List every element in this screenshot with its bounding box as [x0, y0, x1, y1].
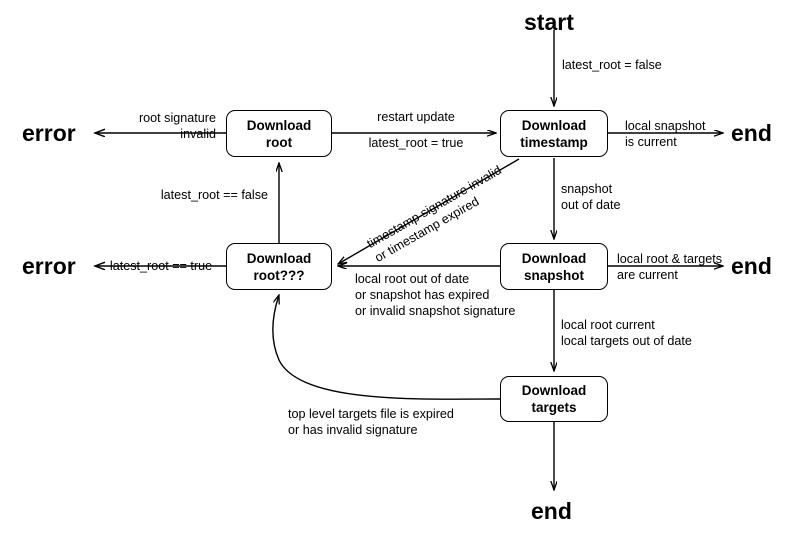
edge-label-snapshot-to-end: local root & targets are current [617, 252, 722, 282]
edge-label-snapshot-to-targets: local root current local targets out of … [561, 318, 692, 348]
edge-label-snapshot-to-rootq: local root out of date or snapshot has e… [355, 272, 516, 318]
node-download-timestamp[interactable]: Download timestamp [500, 110, 608, 157]
edge-label-rootq-to-root: latest_root == false [160, 188, 268, 202]
node-download-rootq[interactable]: Download root??? [226, 243, 332, 290]
terminal-start: start [524, 9, 574, 35]
edge-label-root-to-error: root signature invalid [138, 111, 216, 141]
edge-label-start-to-timestamp: latest_root = false [562, 58, 662, 72]
edge-label-targets-to-rootq: top level targets file is expired or has… [288, 407, 454, 437]
edge-label-rootq-to-error: latest_root == true [109, 259, 213, 273]
edge-timestamp-to-rootq [338, 158, 520, 264]
node-download-root[interactable]: Download root [226, 110, 332, 157]
terminal-end-timestamp: end [731, 120, 772, 146]
terminal-end-targets: end [531, 498, 572, 524]
terminal-error-rootq: error [22, 253, 76, 279]
edge-label-root-to-timestamp: restart update latest_root = true [368, 110, 464, 150]
node-download-snapshot[interactable]: Download snapshot [500, 243, 608, 290]
terminal-end-snapshot: end [731, 253, 772, 279]
edge-label-timestamp-to-end: local snapshot is current [625, 119, 706, 149]
node-download-targets[interactable]: Download targets [500, 376, 608, 422]
edge-targets-to-rootq [272, 295, 501, 400]
terminal-error-root: error [22, 120, 76, 146]
edge-label-timestamp-to-snapshot: snapshot out of date [561, 182, 621, 212]
